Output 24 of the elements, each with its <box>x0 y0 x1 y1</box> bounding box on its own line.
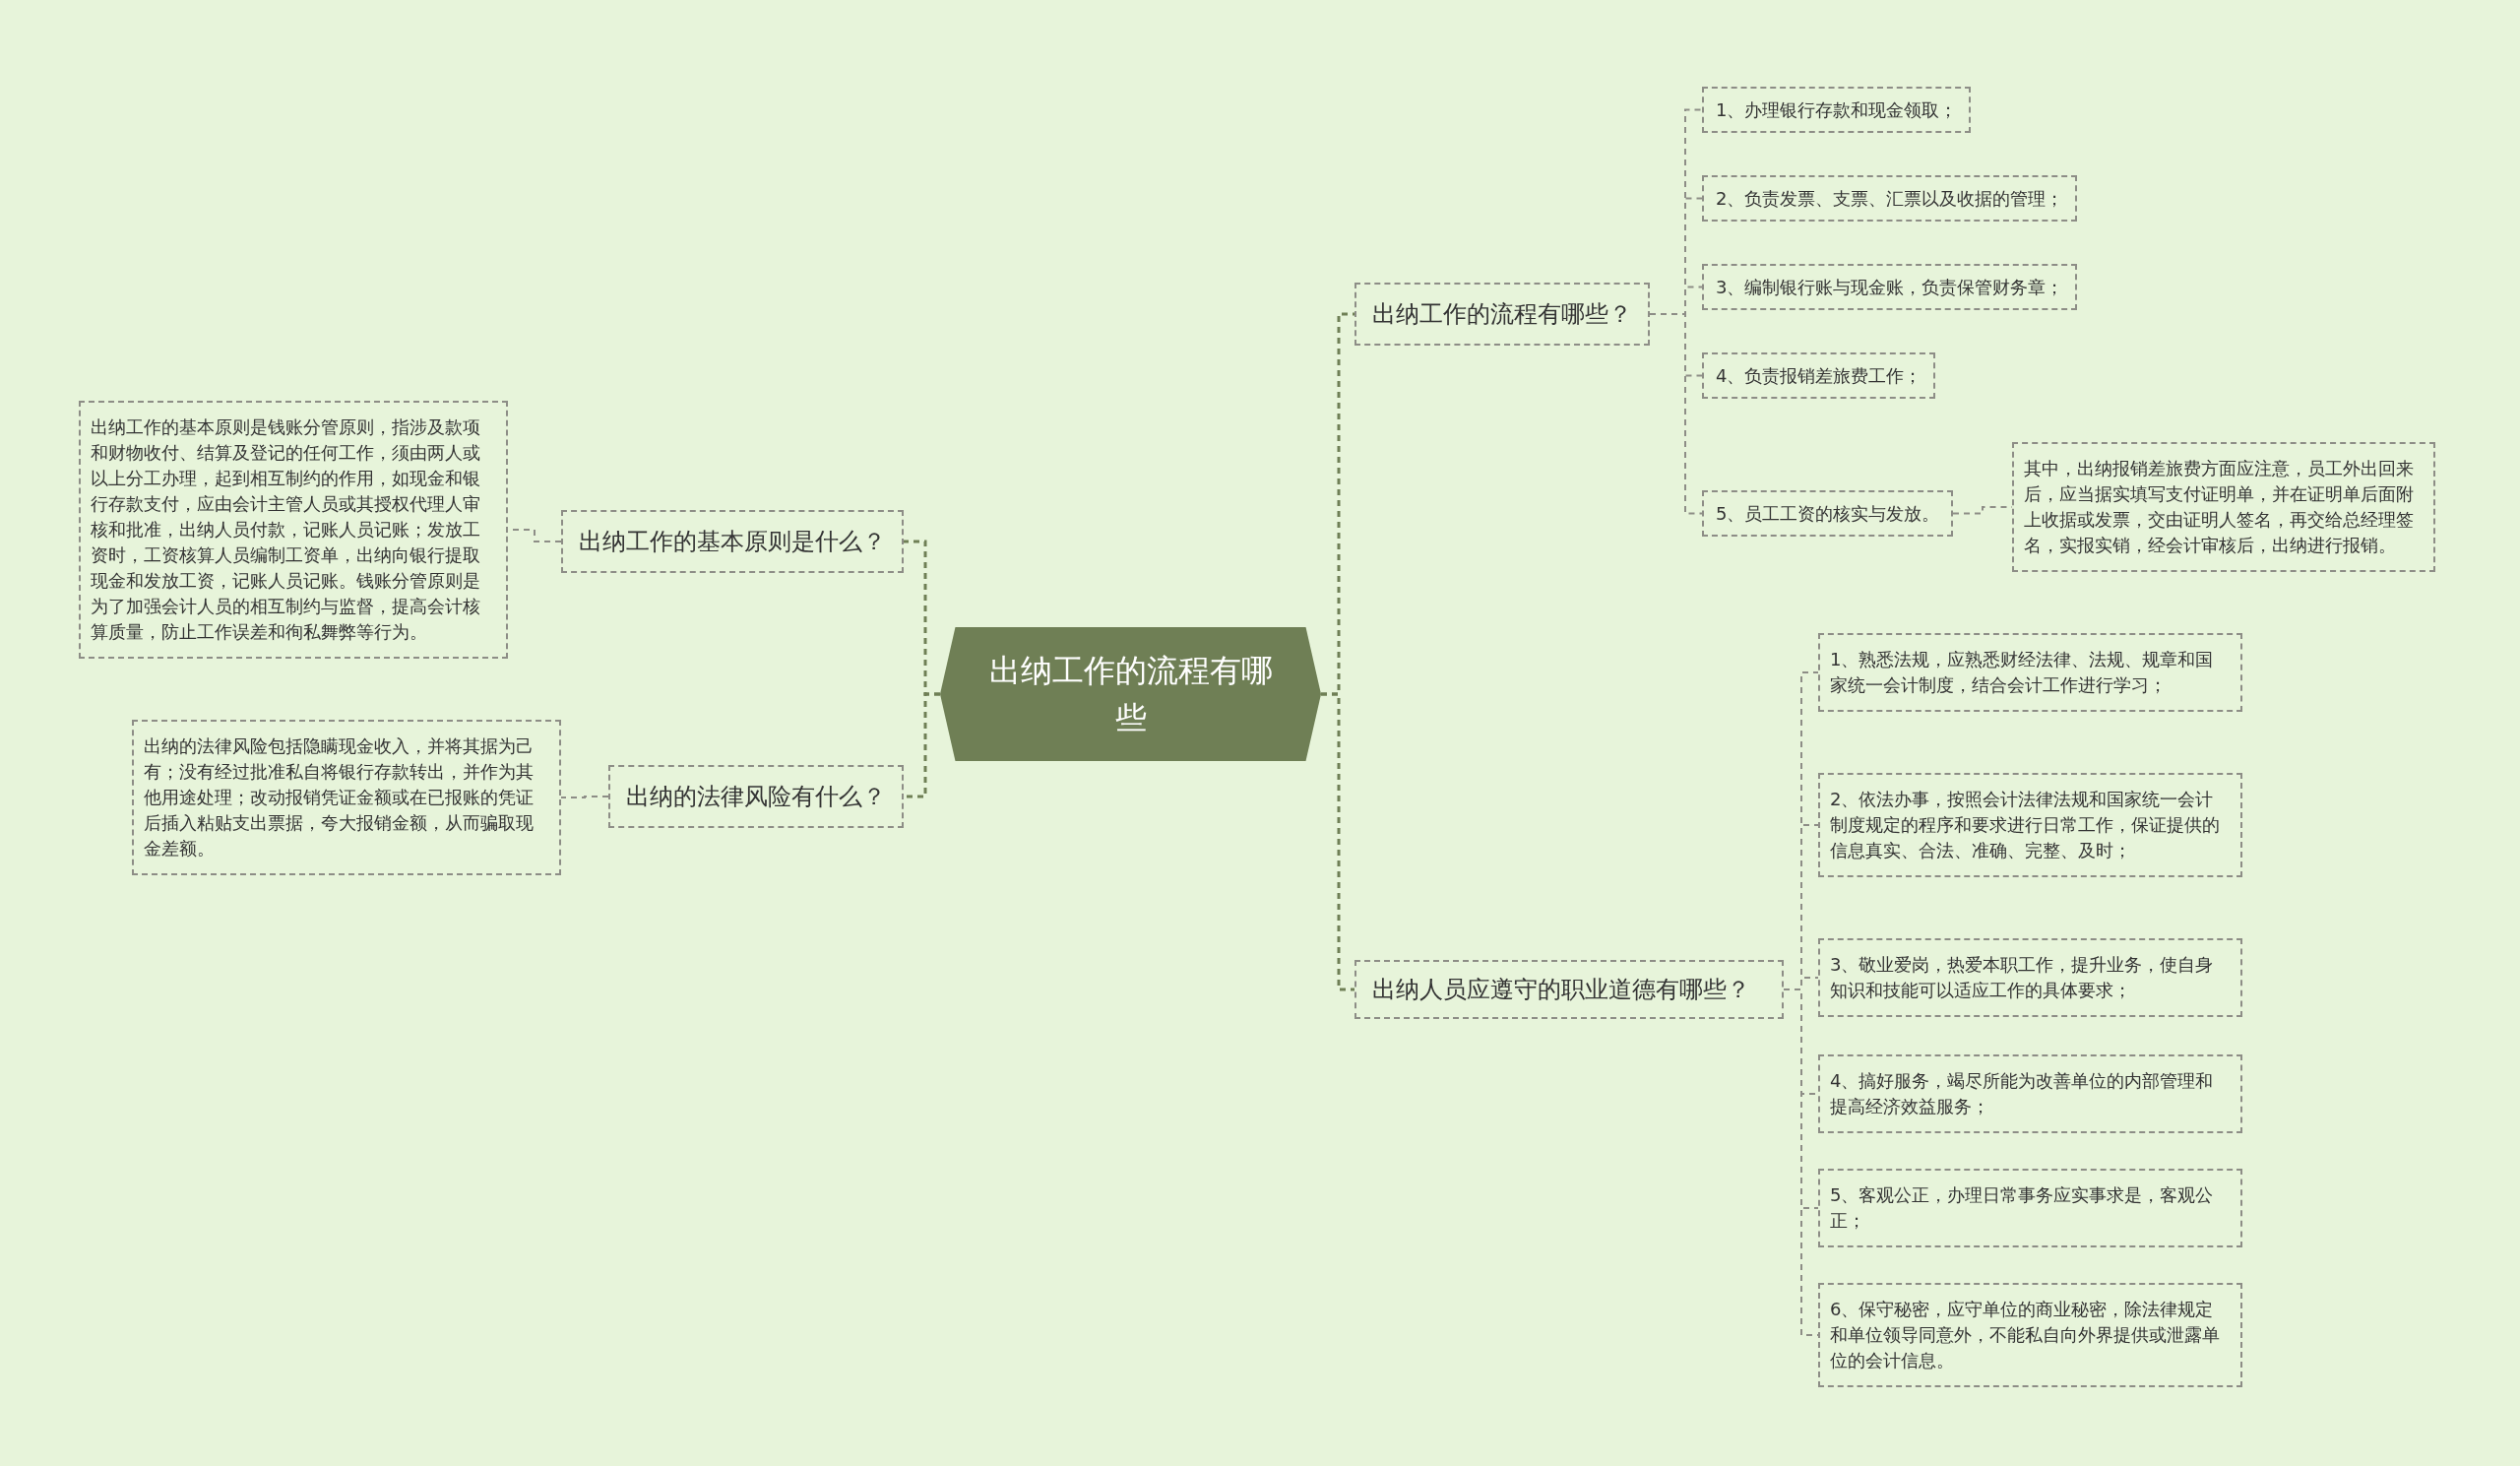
central-topic: 出纳工作的流程有哪些 <box>940 627 1321 761</box>
subtopic-box: 2、负责发票、支票、汇票以及收据的管理； <box>1702 175 2078 222</box>
note-box: 出纳的法律风险包括隐瞒现金收入，并将其据为己有；没有经过批准私自将银行存款转出，并作为其他用途处理；改动报销凭证金额或在已报账的凭证后插入粘贴支出票据，夸大报销金额，从而骗取现金差额。 <box>132 720 561 875</box>
note-box: 1、熟悉法规，应熟悉财经法律、法规、规章和国家统一会计制度，结合会计工作进行学习； <box>1818 633 2242 712</box>
note-box: 3、敬业爱岗，热爱本职工作，提升业务，使自身知识和技能可以适应工作的具体要求； <box>1818 938 2242 1017</box>
topic-box: 出纳人员应遵守的职业道德有哪些？ <box>1354 960 1784 1019</box>
topic-box: 出纳工作的流程有哪些？ <box>1354 283 1650 346</box>
note-box: 出纳工作的基本原则是钱账分管原则，指涉及款项和财物收付、结算及登记的任何工作，须由两人或以上分工办理，起到相互制约的作用，如现金和银行存款支付，应由会计主管人员或其授权代理人审核和批准，出纳人员付款，记账人员记账；发放工资时，工资核算人员编制工资单，出纳向银行提取现金和发放工资，记账人员记账。钱账分管原则是为了加强会计人员的相互制约与监督，提高会计核算质量，防止工作误差和徇私舞弊等行为。 <box>79 401 508 659</box>
connector-line <box>1783 988 1819 1336</box>
topic-box: 出纳工作的基本原则是什么？ <box>561 510 904 573</box>
note-box: 2、依法办事，按照会计法律法规和国家统一会计制度规定的程序和要求进行日常工作，保证提供的信息真实、合法、准确、完整、及时； <box>1818 773 2242 877</box>
subtopic-box: 4、负责报销差旅费工作； <box>1702 352 1936 399</box>
connector-line <box>904 692 940 798</box>
note-box: 6、保守秘密，应守单位的商业秘密，除法律规定和单位领导同意外，不能私自向外界提供或泄露单位的会计信息。 <box>1818 1283 2242 1387</box>
note-box: 其中，出纳报销差旅费方面应注意，员工外出回来后，应当据实填写支付证明单，并在证明单后面附上收据或发票，交由证明人签名，再交给总经理签名，实报实销，经会计审核后，出纳进行报销。 <box>2012 442 2435 572</box>
subtopic-box: 5、员工工资的核实与发放。 <box>1702 490 1954 537</box>
connector-line <box>560 796 609 798</box>
note-box: 5、客观公正，办理日常事务应实事求是，客观公正； <box>1818 1169 2242 1247</box>
subtopic-box: 1、办理银行存款和现金领取； <box>1702 87 1972 133</box>
connector-line <box>1649 313 1703 515</box>
subtopic-box: 3、编制银行账与现金账，负责保管财务章； <box>1702 264 2078 310</box>
topic-box: 出纳的法律风险有什么？ <box>608 765 904 828</box>
note-box: 4、搞好服务，竭尽所能为改善单位的内部管理和提高经济效益服务； <box>1818 1054 2242 1133</box>
connector-line <box>1321 692 1354 991</box>
